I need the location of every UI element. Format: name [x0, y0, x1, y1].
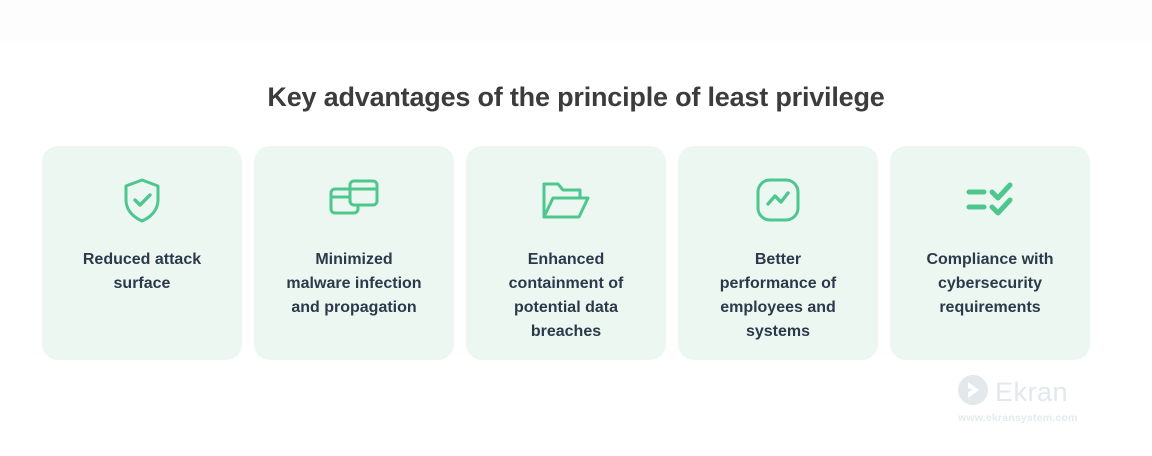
watermark-brand: Ekran [995, 376, 1069, 407]
advantage-card-label: Minimized malware infection and propagat… [286, 251, 422, 316]
advantage-card-label: Enhanced containment of potential data b… [508, 251, 624, 340]
watermark-logo-row: Ekran [958, 374, 1108, 410]
advantage-card-compliance[interactable]: Compliance with cybersecurity requiremen… [890, 146, 1090, 360]
advantage-card-enhanced-containment[interactable]: Enhanced containment of potential data b… [466, 146, 666, 360]
ekran-chevron-logo-icon [958, 374, 988, 410]
advantage-card-label: Reduced attack surface [82, 251, 202, 292]
advantage-card-label: Better performance of employees and syst… [719, 251, 837, 340]
checklist-icon [962, 174, 1018, 226]
watermark: Ekran www.ekransystem.com [958, 374, 1108, 428]
top-band [0, 0, 1152, 42]
advantages-card-row: Reduced attack surface Minimized malware… [42, 146, 1090, 360]
advantage-card-minimized-malware[interactable]: Minimized malware infection and propagat… [254, 146, 454, 360]
shield-check-icon [114, 174, 170, 226]
page-title: Key advantages of the principle of least… [267, 82, 885, 112]
watermark-url: www.ekransystem.com [958, 412, 1078, 424]
windows-stack-icon [326, 174, 382, 226]
open-folder-icon [538, 174, 594, 226]
advantage-card-reduced-attack-surface[interactable]: Reduced attack surface [42, 146, 242, 360]
advantage-card-label: Compliance with cybersecurity requiremen… [926, 251, 1054, 316]
performance-chart-icon [750, 174, 806, 226]
advantage-card-better-performance[interactable]: Better performance of employees and syst… [678, 146, 878, 360]
